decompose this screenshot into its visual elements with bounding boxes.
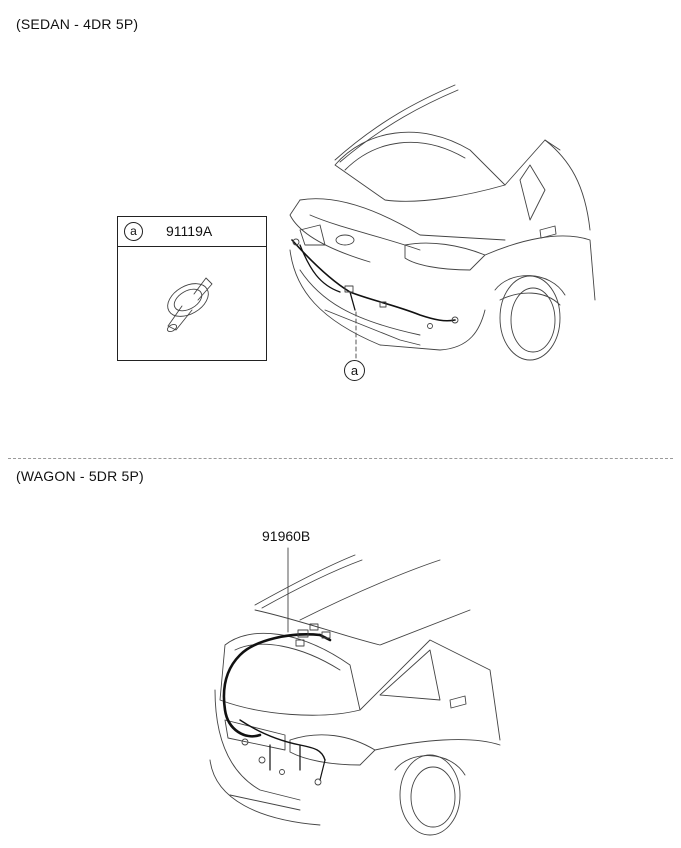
sedan-car-illustration (289, 84, 596, 361)
callout-letter-marker: a (124, 222, 143, 241)
section-title-sedan: (SEDAN - 4DR 5P) (16, 16, 139, 32)
callout-box: a 91119A (117, 216, 267, 361)
section-title-wagon: (WAGON - 5DR 5P) (16, 468, 144, 484)
callout-part-number: 91119A (166, 223, 213, 239)
wagon-part-number-label: 91960B (262, 528, 311, 544)
wagon-car-illustration (209, 547, 501, 836)
section-divider (8, 458, 673, 459)
callout-header: a 91119A (118, 217, 266, 247)
sedan-callout-marker: a (344, 360, 365, 381)
clip-part-drawing (166, 277, 213, 333)
